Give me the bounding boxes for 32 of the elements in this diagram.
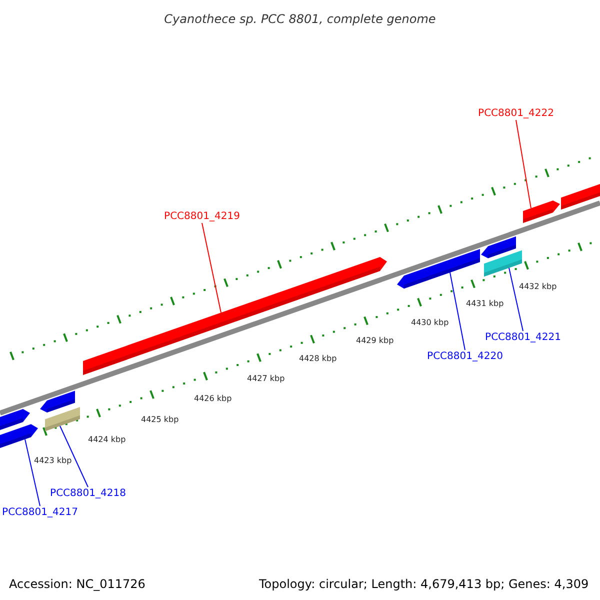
leader-line <box>450 272 466 350</box>
gene-bar <box>397 249 480 289</box>
gene-label: PCC8801_4220 <box>427 350 503 363</box>
scale-label: 4423 kbp <box>34 455 72 467</box>
scale-label: 4430 kbp <box>411 317 449 329</box>
scale-label: 4424 kbp <box>88 434 126 446</box>
footer-note: Accession: NC_011726 <box>9 576 146 593</box>
gene-bar <box>40 390 75 413</box>
scale-label: 4432 kbp <box>519 281 557 293</box>
gene-bar <box>481 236 516 258</box>
scale-label: 4428 kbp <box>299 353 337 365</box>
leader-line <box>202 222 222 314</box>
gene-label: PCC8801_4217 <box>2 506 78 519</box>
scale-label: 4425 kbp <box>141 414 179 426</box>
gene-bar <box>484 250 522 277</box>
diagram-title: Cyanothece sp. PCC 8801, complete genome <box>163 11 437 28</box>
leader-line <box>60 426 88 488</box>
gene-label: PCC8801_4222 <box>478 107 554 120</box>
gene-label: PCC8801_4221 <box>485 331 561 344</box>
leader-line <box>516 120 532 209</box>
scale-label: 4426 kbp <box>194 393 232 405</box>
gene-bar <box>561 182 600 210</box>
gene-label: PCC8801_4218 <box>50 487 126 500</box>
leader-line <box>24 438 40 506</box>
gene-label: PCC8801_4219 <box>164 210 240 223</box>
gene-bar <box>523 200 560 223</box>
scale-label: 4431 kbp <box>466 298 504 310</box>
leader-line <box>508 267 524 332</box>
footer-note: Topology: circular; Length: 4,679,413 bp; Genes: 4,309 <box>259 576 589 593</box>
scale-label: 4427 kbp <box>247 373 285 385</box>
scale-label: 4429 kbp <box>356 335 394 347</box>
gene-bar <box>45 407 80 432</box>
